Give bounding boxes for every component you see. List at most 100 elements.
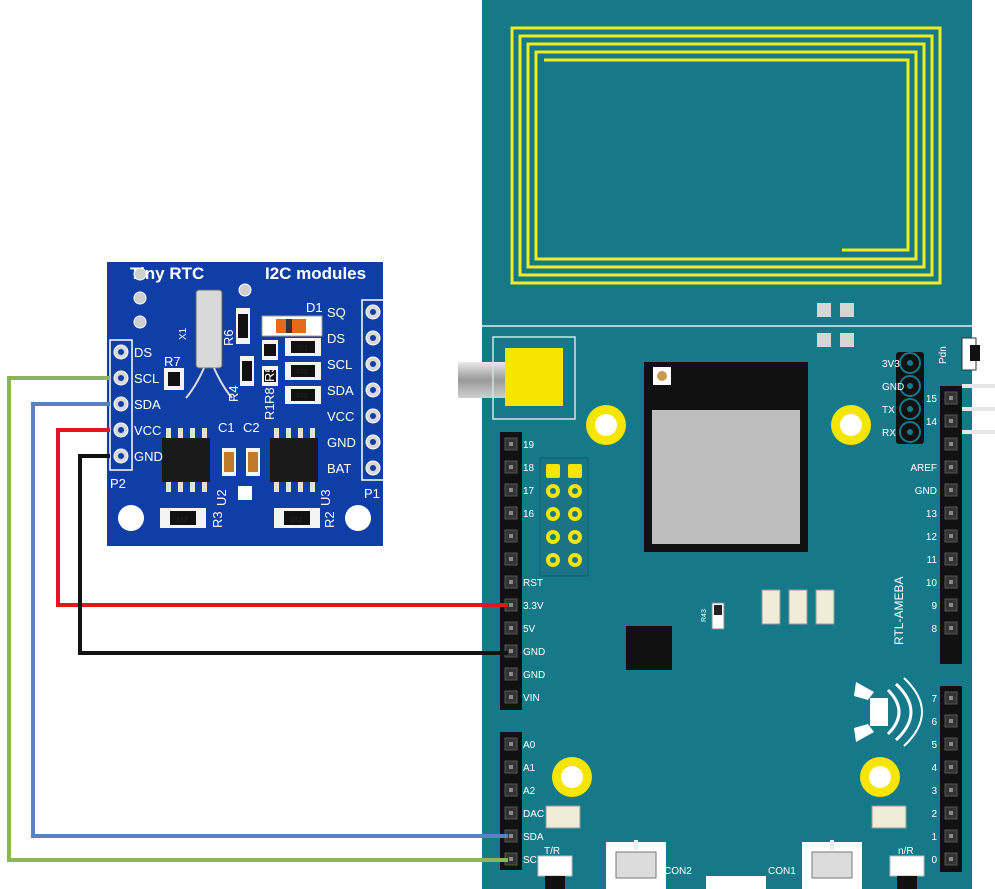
rtc-pin-label: BAT [327,461,351,476]
pin-label: SDA [523,832,544,843]
con2-label: CON2 [664,866,692,877]
pin-label: RST [523,578,543,589]
wire-vcc [56,428,508,607]
rtc-pin-label: SCL [327,357,352,372]
component-label: C2 [243,420,260,435]
pin-label: 6 [931,717,937,728]
pin-label: 5V [523,624,536,635]
pin-label: A2 [523,786,536,797]
wire-sda [31,402,508,838]
ic-chip [626,626,672,670]
rtc-pin-label: GND [327,435,356,450]
component-label: D1 [306,300,323,315]
component-label: U3 [318,489,333,506]
rtc-mounting-hole [118,505,144,531]
pin-label: GND [915,486,937,497]
rtc-mounting-hole [345,505,371,531]
ic-u2 [162,428,210,492]
pin-label: GND [523,647,545,658]
nr-label: n/R [898,846,914,857]
uart-label: RX [882,428,896,439]
tr-label: T/R [544,846,560,857]
con1-label: CON1 [768,866,796,877]
right-top-header [940,386,962,664]
component-label: R8 [262,387,277,404]
pin-label: A0 [523,740,536,751]
right-bottom-header [940,686,962,872]
rtc-pin-label: VCC [134,423,161,438]
led [788,589,808,625]
pin-label: 3 [931,786,937,797]
component-label: C1 [218,420,235,435]
pin-label: GND [523,670,545,681]
realtek-logo-icon [854,677,923,747]
chip-code: 332 [296,369,308,376]
chip-code: 201 [296,345,308,352]
left-bottom-header [500,732,522,870]
pin-label: DAC [523,809,544,820]
pin-label: 5 [931,740,937,751]
wires [7,376,508,862]
tiny-rtc-module: Tiny RTC I2C modules X1 [107,262,385,546]
rtc-pin-label: SCL [134,371,159,386]
rtc-pin-label: SQ [327,305,346,320]
crystal-x1 [195,289,223,369]
rtc-pin-label: GND [134,449,163,464]
pin-label: 17 [523,486,535,497]
tr-button[interactable] [537,855,573,877]
component-label: R5 [262,365,277,382]
left-top-header [500,432,522,710]
pin-label: 1 [931,832,937,843]
rtc-subtitle: I2C modules [265,264,366,283]
uart-label: TX [882,405,895,416]
header-label-p2: P2 [110,476,126,491]
pin-label: 7 [931,694,937,705]
pin-label: 14 [926,417,938,428]
component-label: R4 [226,385,241,402]
pin-label: 16 [523,509,535,520]
pcb-antenna [510,26,942,285]
pdn-label: Pdn [938,346,949,364]
pin-label: 13 [926,509,938,520]
pin-label: 2 [931,809,937,820]
led [815,589,835,625]
pin-label: SCL [523,855,543,866]
pin-label: 4 [931,763,937,774]
board-name: RTL-AMEBA [892,577,906,645]
rtc-title: Tiny RTC [130,264,204,283]
uart-label: GND [882,382,904,393]
pin-label: 3.3V [523,601,544,612]
component-label: R2 [322,511,337,528]
wire-scl [7,376,508,862]
pin-label: 9 [931,601,937,612]
rtc-pin-label: VCC [327,409,354,424]
chip-code: 332 [290,517,302,524]
rtc-pin-label: DS [327,331,345,346]
rtc-pin-label: SDA [134,397,161,412]
led [761,589,781,625]
component-label: R3 [210,511,225,528]
board-antenna-section [482,0,972,326]
pin-label: 12 [926,532,938,543]
pin-label: 0 [931,855,937,866]
component-label: R7 [164,354,181,369]
pin-label: 11 [927,555,938,566]
pin-label: VIN [523,693,540,704]
pin-label: 15 [926,394,938,405]
uart-label: 3V3 [882,359,900,370]
svg-text:X1: X1 [178,327,189,340]
component-label: R1 [262,403,277,420]
wire-gnd [78,454,508,655]
rtc-pin-label: DS [134,345,152,360]
resistor-label: R43 [701,609,708,622]
reset-button[interactable] [889,855,925,877]
chip-code: 332 [296,393,308,400]
pin-label: 10 [926,578,938,589]
pin-label: 8 [931,624,937,635]
component-label: U2 [214,489,229,506]
component-label: R6 [221,329,236,346]
header-label-p1: P1 [364,486,380,501]
pin-label: 19 [523,440,535,451]
ipex-connector [505,348,563,406]
